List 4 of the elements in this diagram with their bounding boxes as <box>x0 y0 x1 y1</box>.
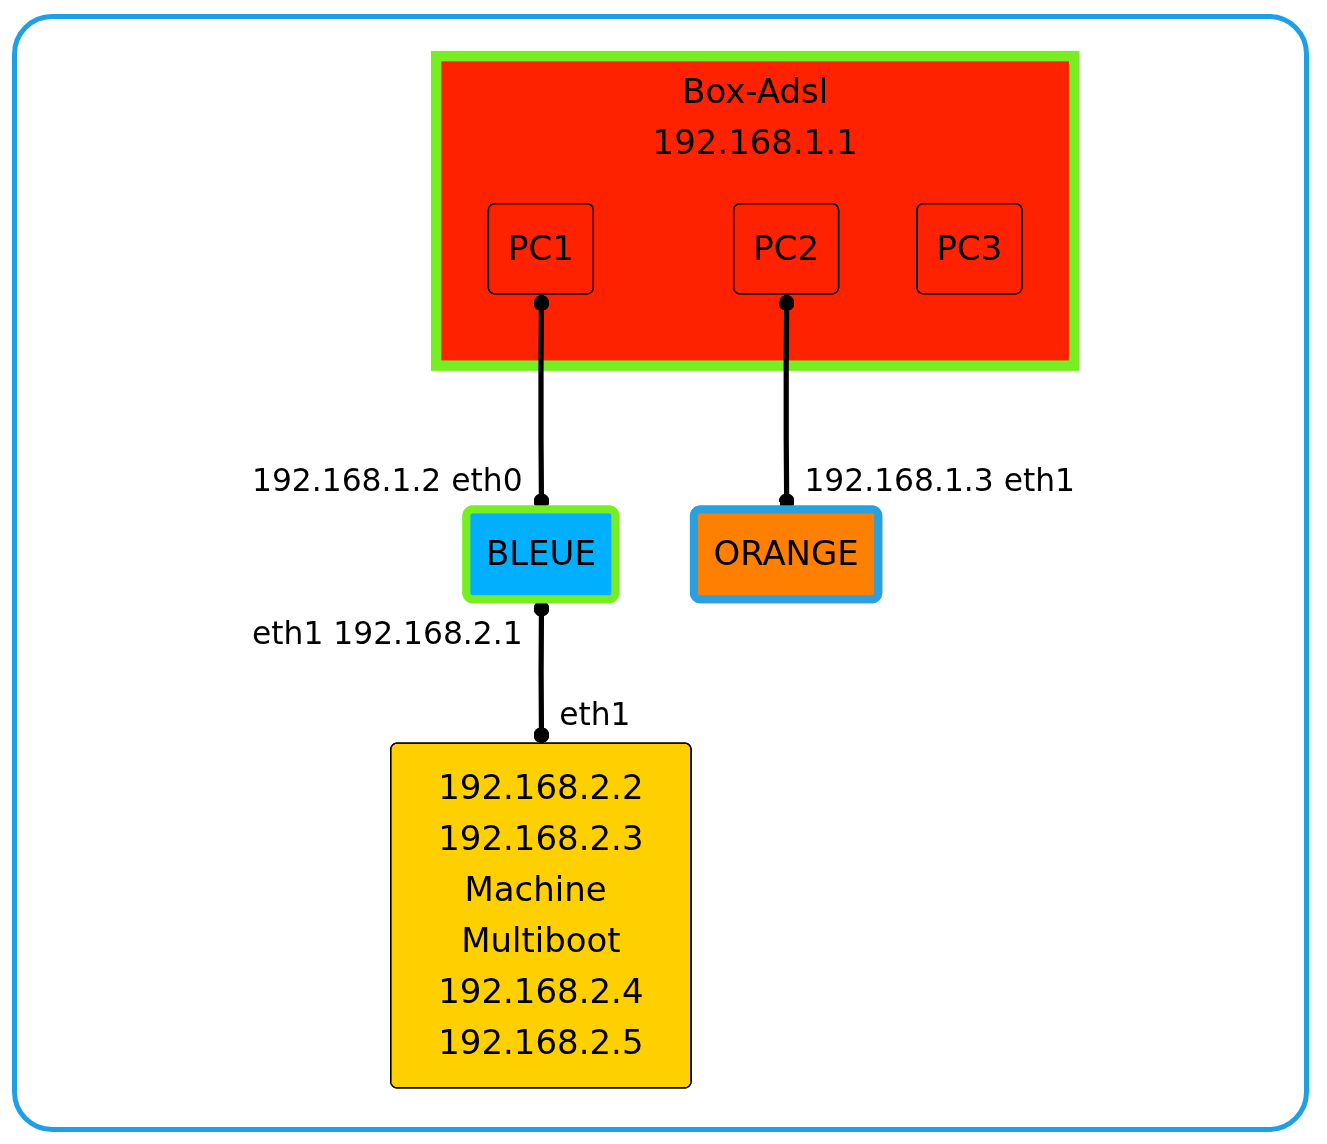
interface-label: eth1 192.168.2.1 <box>251 614 523 651</box>
interface-label: 192.168.1.2 eth0 <box>251 462 523 499</box>
interface-label: eth1 <box>559 695 631 732</box>
interface-label: 192.168.1.3 eth1 <box>804 462 1076 499</box>
